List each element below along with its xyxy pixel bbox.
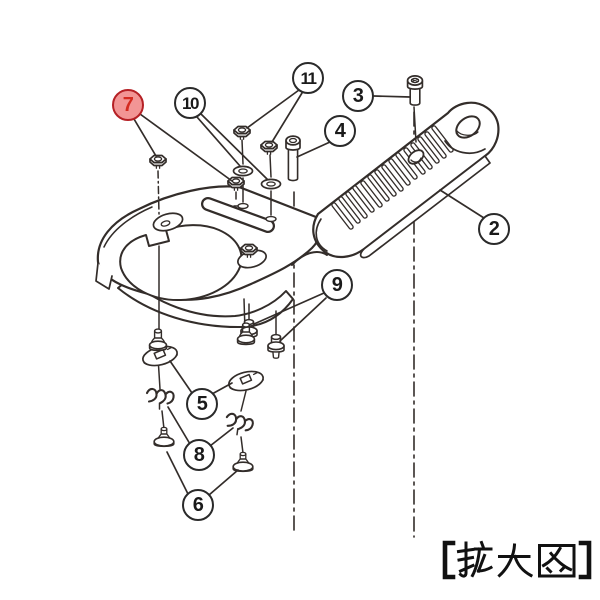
kanji-dai (497, 543, 534, 578)
wrench-head (95, 185, 322, 329)
caption-enlarged-view (440, 540, 594, 585)
callout-11: 11 (292, 62, 324, 94)
callout-6: 6 (182, 489, 214, 521)
slide-plate-icon (226, 367, 266, 395)
washer-icon (260, 178, 282, 190)
wrench-handle (291, 101, 500, 266)
washer-icon (232, 165, 254, 177)
shoulder-pin-icon (267, 333, 285, 360)
leader-lines (133, 89, 485, 496)
under-neck-curve (291, 251, 328, 266)
socket-cap-screw-icon (406, 75, 424, 106)
neck-curve (315, 218, 328, 252)
callout-7-highlighted: 7 (112, 89, 144, 121)
flange-screw-icon (153, 426, 175, 448)
spring-clip-icon (145, 387, 175, 411)
callout-3: 3 (342, 80, 374, 112)
callout-4: 4 (324, 115, 356, 147)
flange-screw-icon (232, 451, 254, 473)
flange-nut-icon (149, 154, 167, 170)
stud-bolt-icon (148, 328, 168, 352)
kanji-kaku (456, 540, 494, 578)
hex-nut-icon (260, 140, 278, 156)
eye-depth-line (444, 140, 486, 154)
caption-kanji-strokes (442, 540, 592, 580)
callout-2: 2 (478, 213, 510, 245)
callout-10: 10 (174, 87, 206, 119)
plate-hole-marks (233, 202, 277, 223)
spring-clip-icon (223, 412, 255, 438)
callout-9: 9 (321, 269, 353, 301)
long-bolt-icon (285, 135, 301, 182)
kanji-zu (538, 544, 576, 578)
callout-5: 5 (186, 388, 218, 420)
callout-8: 8 (183, 439, 215, 471)
hardware-parts (140, 75, 424, 473)
